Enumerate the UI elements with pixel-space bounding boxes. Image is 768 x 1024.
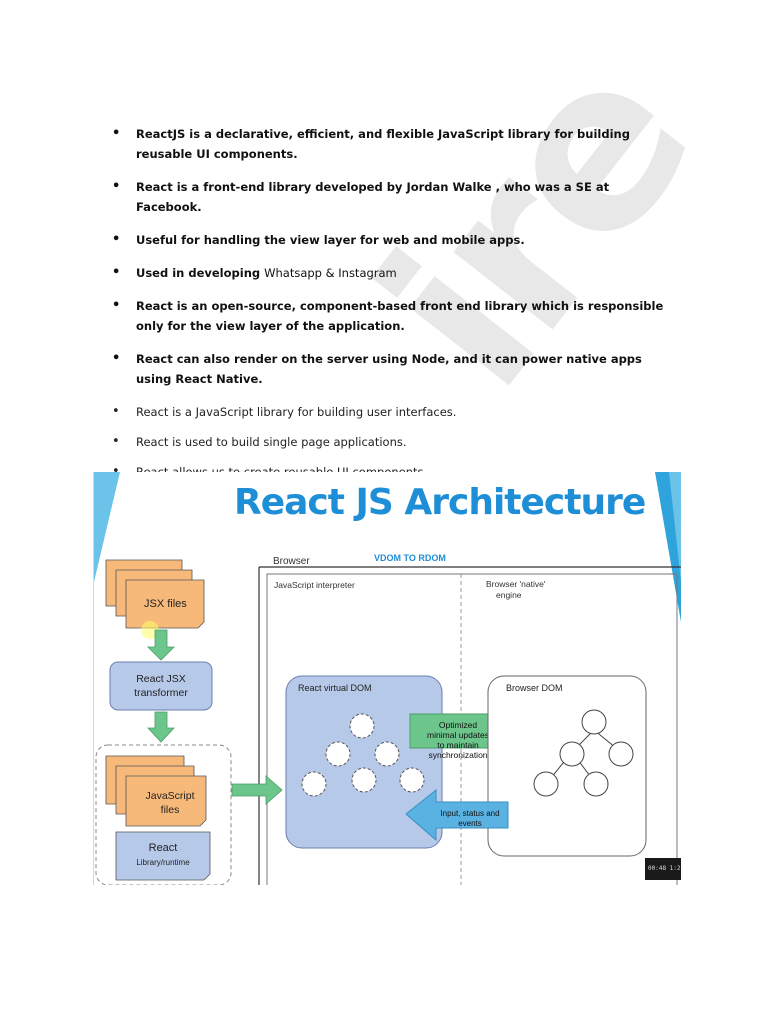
- architecture-diagram: Browser VDOM TO RDOM JavaScript interpre…: [95, 553, 681, 885]
- transformer-label-2: transformer: [134, 687, 188, 699]
- native-engine-label-2: engine: [496, 590, 522, 600]
- js-files-label-2: files: [161, 804, 180, 816]
- optimized-label-3: to maintain: [437, 740, 479, 750]
- jsx-files-label: JSX files: [144, 598, 187, 610]
- browser-dom-tree: [533, 709, 634, 797]
- arrow-down-1: [147, 629, 175, 661]
- js-interpreter-label: JavaScript interpreter: [274, 580, 355, 590]
- transformer-label-1: React JSX: [136, 673, 186, 685]
- react-label: React: [149, 842, 178, 854]
- vdom-label: VDOM TO RDOM: [374, 553, 446, 563]
- arrow-into-browser: [231, 775, 283, 805]
- bullet-item-2: React is a front-end library developed b…: [108, 177, 668, 217]
- bullet-text-2c: , who was a SE at Facebook.: [136, 180, 610, 214]
- video-timestamp: 00:48 1:2: [645, 858, 681, 880]
- bullet-item-3: Useful for handling the view layer for w…: [108, 230, 668, 250]
- transformer-box: [109, 661, 213, 711]
- bullet-item-1: ReactJS is a declarative, efficient, and…: [108, 124, 668, 164]
- virtual-dom-label: React virtual DOM: [298, 683, 372, 693]
- bullet-text-4a: Used in developing: [136, 266, 265, 280]
- bullet-text-6: React can also render on the server usin…: [136, 352, 642, 386]
- input-label-1: Input, status and: [440, 809, 499, 818]
- bullet-text-2a: React is a front-end library developed b…: [136, 180, 407, 194]
- react-runtime-box: [115, 831, 211, 881]
- bullet-item-6: React can also render on the server usin…: [108, 349, 668, 389]
- runtime-label: Library/runtime: [136, 858, 190, 867]
- bullet-text-5: React is an open-source, component-based…: [136, 299, 664, 333]
- jsx-files-stack: JSX files: [105, 559, 205, 629]
- native-engine-label-1: Browser 'native': [486, 579, 546, 589]
- js-files-label-1: JavaScript: [145, 790, 194, 802]
- virtual-dom-tree: [301, 713, 425, 797]
- js-files-stack: JavaScript files: [105, 755, 207, 827]
- bullet-text-8: React is used to build single page appli…: [136, 435, 407, 449]
- virtual-dom-box: [285, 675, 443, 849]
- browser-label: Browser: [273, 556, 310, 567]
- browser-dom-label: Browser DOM: [506, 683, 563, 693]
- optimized-label-2: minimal updates: [427, 730, 489, 740]
- bullet-text-1: ReactJS is a declarative, efficient, and…: [136, 127, 630, 161]
- architecture-slide: React JS Architecture Browser VDOM TO RD…: [93, 472, 681, 885]
- bullet-text-7: React is a JavaScript library for buildi…: [136, 405, 457, 419]
- slide-title: React JS Architecture: [234, 482, 646, 523]
- interpreter-frame: [266, 573, 678, 885]
- cursor-highlight: [141, 621, 159, 639]
- bullet-item-8: React is used to build single page appli…: [108, 432, 668, 452]
- bullet-text-4b: Whatsapp & Instagram: [264, 266, 397, 280]
- bullet-item-7: React is a JavaScript library for buildi…: [108, 402, 668, 422]
- browser-dom-box: [487, 675, 647, 857]
- input-arrow: [405, 788, 509, 842]
- arrow-down-2: [147, 711, 175, 743]
- bullet-text-2b: Jordan Walke: [406, 180, 492, 194]
- bullet-list: ReactJS is a declarative, efficient, and…: [108, 124, 668, 492]
- optimized-label-1: Optimized: [439, 720, 478, 730]
- slide-decor-right-inner: [669, 472, 681, 582]
- optimized-label-4: synchronization: [428, 750, 487, 760]
- bullet-item-5: React is an open-source, component-based…: [108, 296, 668, 336]
- input-label-2: events: [458, 819, 482, 828]
- bullet-text-3: Useful for handling the view layer for w…: [136, 233, 525, 247]
- bullet-item-4: Used in developing Whatsapp & Instagram: [108, 263, 668, 283]
